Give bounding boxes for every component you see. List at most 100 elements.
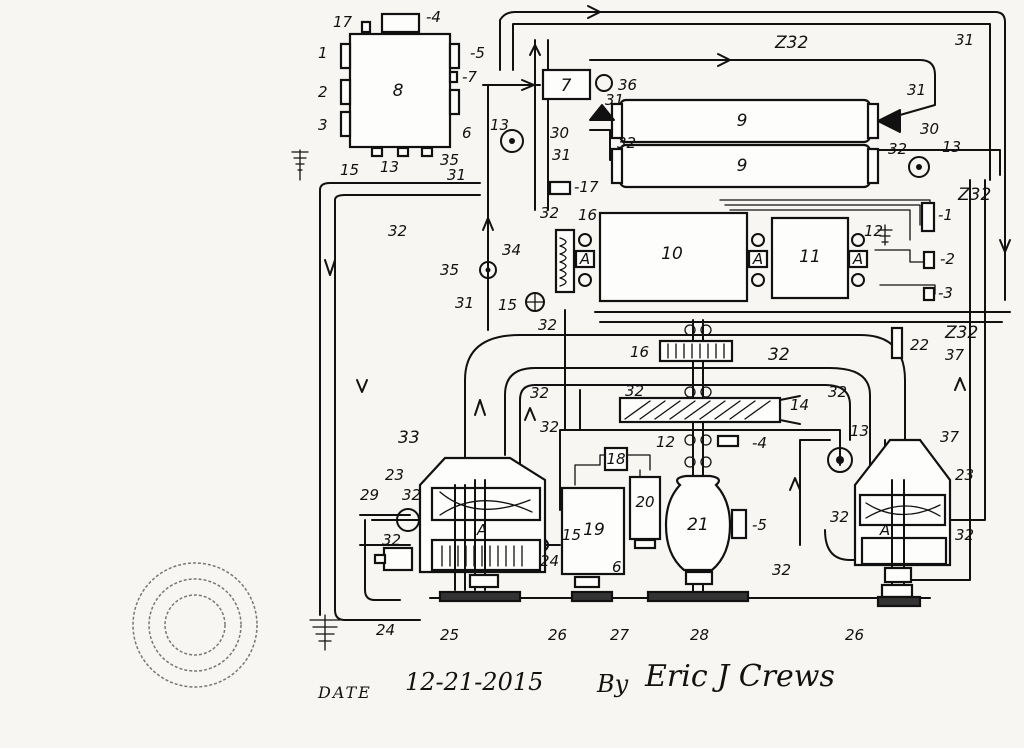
svg-text:32: 32 [540, 204, 559, 222]
coupling-11-right: A [847, 233, 869, 287]
module-19: 19 [560, 486, 626, 589]
svg-text:32: 32 [388, 222, 407, 240]
coupling-10-11: A [747, 233, 769, 287]
svg-text:-5: -5 [752, 516, 767, 534]
svg-text:15: 15 [498, 296, 517, 314]
base-26-right [876, 595, 922, 608]
sensor-22 [890, 326, 904, 360]
module-10: 10 [598, 211, 749, 303]
battery-right-3 [922, 286, 936, 302]
svg-text:A: A [852, 250, 863, 268]
module-20: 20 [628, 475, 662, 550]
svg-text:36: 36 [618, 76, 637, 94]
svg-text:31: 31 [605, 91, 624, 109]
module-18: 18 [603, 446, 629, 472]
svg-text:26: 26 [548, 626, 567, 644]
svg-text:37: 37 [940, 428, 960, 446]
svg-text:33: 33 [398, 428, 420, 448]
svg-text:A: A [579, 250, 590, 268]
base-26-left [570, 590, 614, 603]
svg-text:32: 32 [538, 316, 557, 334]
battery-right-2 [922, 250, 936, 270]
svg-text:1: 1 [318, 44, 328, 62]
tank-9-upper: 9 [610, 98, 880, 144]
svg-text:32: 32 [888, 140, 907, 158]
coil-16-horizontal: 16 [630, 339, 734, 363]
terminal-4-top [380, 12, 421, 34]
svg-text:Z32: Z32 [774, 33, 808, 53]
svg-text:24: 24 [376, 621, 395, 639]
module-8-label: 8 [393, 81, 404, 101]
svg-text:32: 32 [402, 486, 421, 504]
svg-text:35: 35 [440, 151, 459, 169]
svg-text:31: 31 [907, 81, 926, 99]
svg-text:28: 28 [690, 626, 709, 644]
svg-text:13: 13 [490, 116, 509, 134]
svg-text:-5: -5 [470, 44, 485, 62]
svg-text:3: 3 [318, 116, 328, 134]
svg-text:25: 25 [440, 626, 459, 644]
svg-text:34: 34 [502, 241, 521, 259]
svg-text:A: A [752, 250, 763, 268]
svg-text:-4: -4 [426, 8, 441, 26]
module-11: 11 [770, 216, 850, 300]
signature-line: DATE 12-21-2015 By Eric J Crews [317, 659, 835, 702]
svg-text:32: 32 [540, 418, 559, 436]
coil-16-horizontal-label: 16 [630, 343, 649, 361]
tank-9-lower-label: 9 [737, 156, 748, 176]
svg-text:31: 31 [955, 31, 974, 49]
by-label: By [596, 670, 629, 698]
svg-text:29: 29 [360, 486, 379, 504]
svg-text:30: 30 [550, 124, 569, 142]
svg-text:6: 6 [462, 124, 472, 142]
svg-text:27: 27 [610, 626, 630, 644]
svg-text:17: 17 [333, 13, 353, 31]
svg-text:31: 31 [455, 294, 474, 312]
svg-text:23: 23 [955, 466, 974, 484]
module-11-label: 11 [799, 247, 821, 267]
svg-text:2: 2 [318, 83, 328, 101]
valve-13-left [500, 129, 524, 153]
svg-text:A: A [476, 521, 487, 539]
shaft-couplings [684, 324, 740, 468]
base-25 [438, 590, 522, 603]
module-7-label: 7 [561, 76, 572, 96]
turbine-37: A [853, 438, 952, 599]
tank-9-upper-label: 9 [737, 111, 748, 131]
base-28 [646, 590, 750, 603]
connector-17 [548, 180, 572, 196]
svg-text:21: 21 [687, 515, 709, 535]
svg-text:15: 15 [562, 526, 581, 544]
svg-text:14: 14 [790, 396, 809, 414]
svg-text:30: 30 [920, 120, 939, 138]
svg-text:18: 18 [606, 450, 625, 468]
svg-text:22: 22 [910, 336, 929, 354]
svg-text:32: 32 [955, 526, 974, 544]
ground-symbol-3 [877, 224, 893, 246]
svg-text:32: 32 [828, 383, 847, 401]
svg-text:32: 32 [530, 384, 549, 402]
signature: Eric J Crews [644, 659, 835, 694]
svg-text:-17: -17 [574, 178, 599, 196]
svg-text:Z32: Z32 [944, 323, 978, 343]
reference-labels: 17 -4 1 2 3 -5 -7 6 15 13 35 Z32 31 36 3… [318, 8, 991, 644]
svg-text:13: 13 [850, 422, 869, 440]
motor-21: 21 [664, 474, 748, 586]
coil-16-vertical [554, 228, 576, 294]
svg-text:23: 23 [385, 466, 404, 484]
svg-text:-4: -4 [752, 434, 767, 452]
svg-text:16: 16 [578, 206, 597, 224]
flow-arrows [324, 5, 1011, 491]
svg-text:32: 32 [772, 561, 791, 579]
svg-text:32: 32 [382, 531, 401, 549]
valve-15-upper [525, 292, 545, 312]
ground-symbol-1 [291, 149, 309, 181]
svg-text:12: 12 [656, 433, 675, 451]
module-7: 7 [541, 68, 613, 101]
tank-9-lower: 9 [610, 143, 880, 189]
svg-text:15: 15 [340, 161, 359, 179]
svg-text:12: 12 [864, 222, 883, 240]
date-value: 12-21-2015 [405, 668, 543, 696]
notary-stamp [132, 562, 258, 688]
